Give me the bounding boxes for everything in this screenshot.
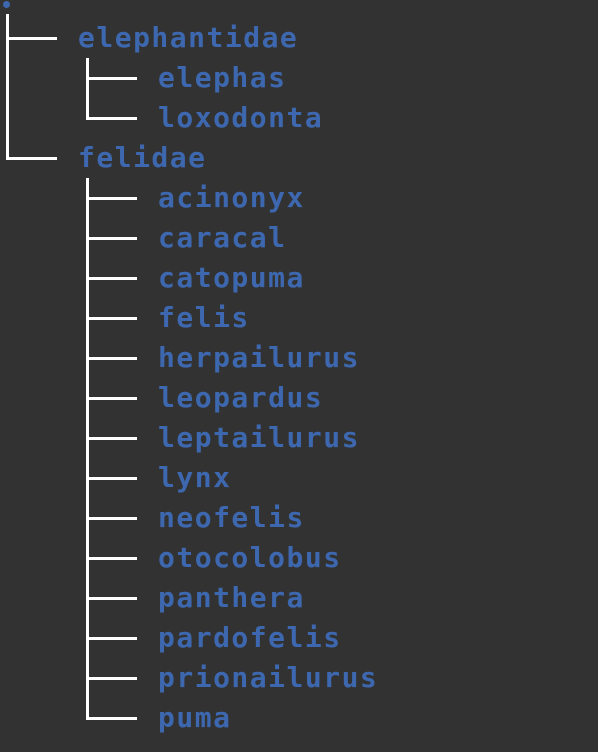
genus-label-catopuma: catopuma xyxy=(158,261,305,294)
root-node-dot xyxy=(3,1,10,8)
genus-label-elephas: elephas xyxy=(158,61,287,94)
branch-connector xyxy=(86,597,137,600)
genus-label-herpailurus: herpailurus xyxy=(158,341,360,374)
branch-connector xyxy=(86,717,137,720)
trunk-line xyxy=(6,14,9,160)
branch-connector xyxy=(86,637,137,640)
branch-connector xyxy=(86,557,137,560)
branch-connector xyxy=(86,237,137,240)
genus-label-felis: felis xyxy=(158,301,250,334)
branch-connector xyxy=(86,477,137,480)
family-label-felidae: felidae xyxy=(78,141,207,174)
genus-label-otocolobus: otocolobus xyxy=(158,541,342,574)
branch-connector xyxy=(86,517,137,520)
branch-connector xyxy=(86,437,137,440)
branch-connector xyxy=(86,117,137,120)
genus-label-leptailurus: leptailurus xyxy=(158,421,360,454)
branch-connector xyxy=(86,277,137,280)
branch-connector xyxy=(86,397,137,400)
branch-connector xyxy=(86,677,137,680)
genus-label-puma: puma xyxy=(158,701,232,734)
genus-label-lynx: lynx xyxy=(158,461,232,494)
genus-label-caracal: caracal xyxy=(158,221,287,254)
family-label-elephantidae: elephantidae xyxy=(78,21,299,54)
genus-label-prionailurus: prionailurus xyxy=(158,661,379,694)
genus-label-pardofelis: pardofelis xyxy=(158,621,342,654)
branch-connector xyxy=(86,77,137,80)
genus-label-acinonyx: acinonyx xyxy=(158,181,305,214)
branch-connector xyxy=(6,157,57,160)
branch-connector xyxy=(86,197,137,200)
branch-connector xyxy=(86,317,137,320)
trunk-line xyxy=(86,178,89,720)
genus-label-leopardus: leopardus xyxy=(158,381,324,414)
genus-label-loxodonta: loxodonta xyxy=(158,101,324,134)
branch-connector xyxy=(6,37,57,40)
branch-connector xyxy=(86,357,137,360)
genus-label-panthera: panthera xyxy=(158,581,305,614)
genus-label-neofelis: neofelis xyxy=(158,501,305,534)
trunk-line xyxy=(86,58,89,120)
